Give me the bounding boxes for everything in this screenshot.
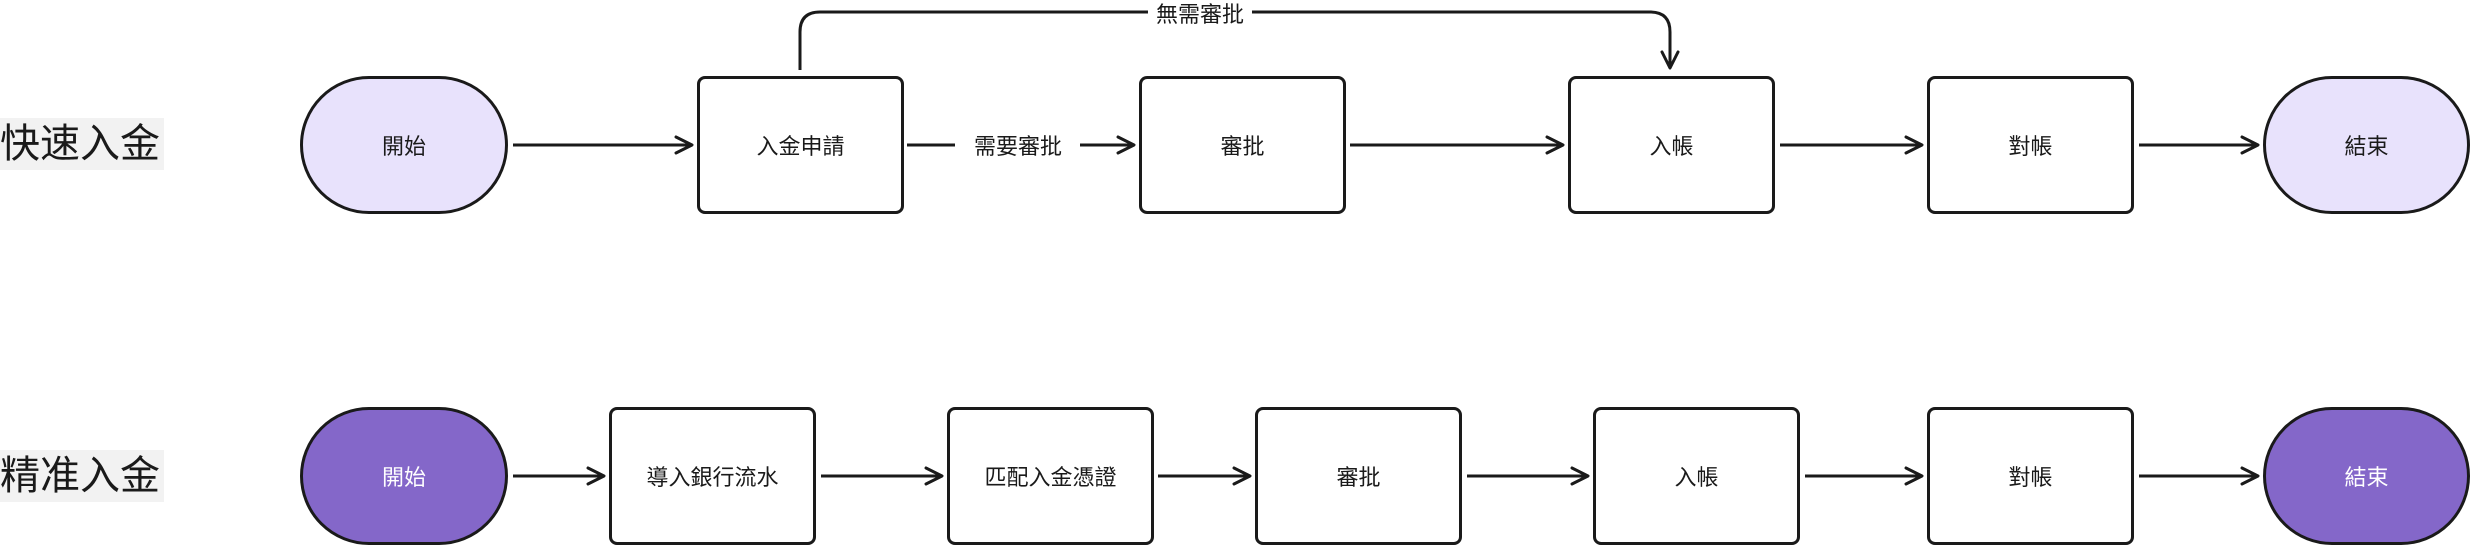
lane2-import-bank-statement-node: 導入銀行流水: [609, 407, 816, 545]
lane2-post-node: 入帳: [1593, 407, 1800, 545]
lane1-end-node: 結束: [2263, 76, 2470, 214]
lane1-start-node: 開始: [300, 76, 508, 214]
edge-label-need-approval: 需要審批: [965, 129, 1071, 161]
lane1-reconcile-node: 對帳: [1927, 76, 2134, 214]
lane-label-fast-deposit: 快速入金: [0, 118, 164, 170]
lane-label-precise-deposit: 精准入金: [0, 450, 164, 502]
lane2-match-voucher-node: 匹配入金憑證: [947, 407, 1154, 545]
lane1-apply-node: 入金申請: [697, 76, 904, 214]
lane1-post-node: 入帳: [1568, 76, 1775, 214]
lane2-approve-node: 審批: [1255, 407, 1462, 545]
lane2-reconcile-node: 對帳: [1927, 407, 2134, 545]
lane2-end-node: 結束: [2263, 407, 2470, 545]
lane2-start-node: 開始: [300, 407, 508, 545]
lane1-approve-node: 審批: [1139, 76, 1346, 214]
edge-label-no-approval: 無需審批: [1147, 0, 1253, 29]
